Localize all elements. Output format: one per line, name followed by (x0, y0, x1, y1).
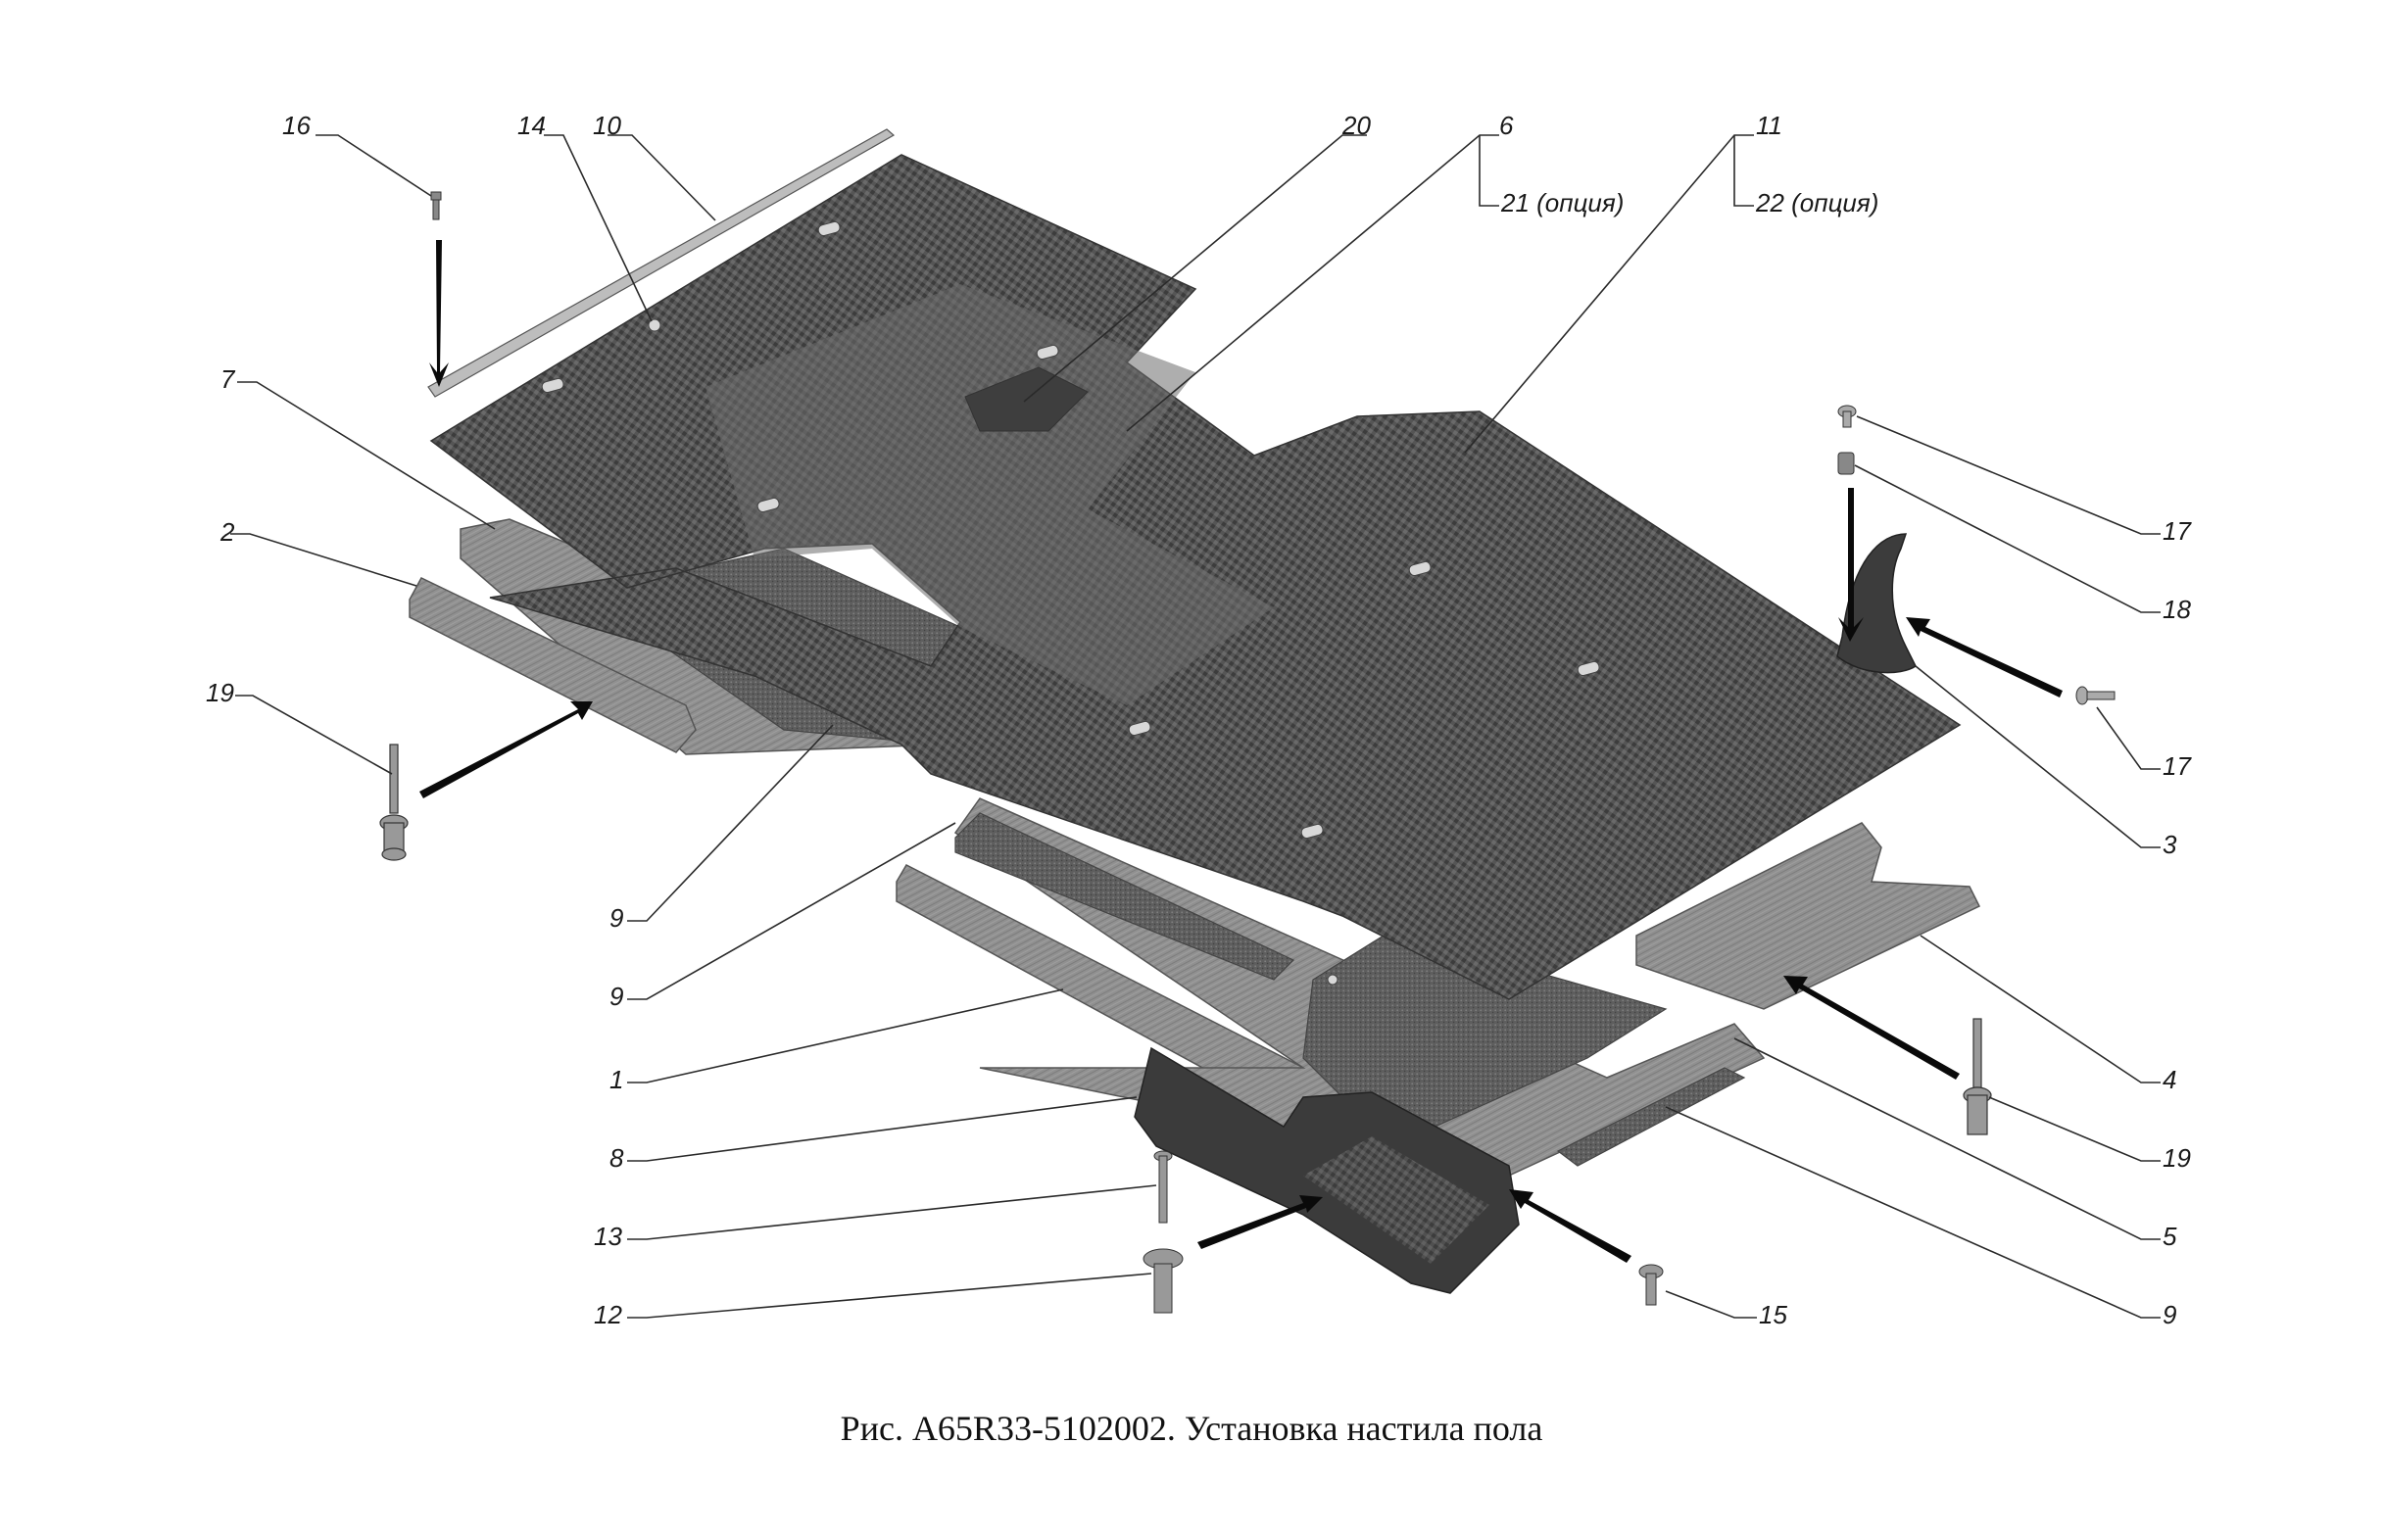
callout-12: 12 (594, 1300, 622, 1329)
floor-slots (541, 220, 1600, 986)
panel-4-wood (1635, 822, 1981, 1010)
arrow-12-up (1197, 1195, 1323, 1249)
arrow-19-right (1783, 976, 1960, 1080)
screw-15 (1638, 1264, 1664, 1306)
leader-17b (2096, 706, 2161, 770)
callout-18: 18 (2163, 595, 2191, 624)
leader-lines (230, 134, 2161, 1319)
leader-3 (1915, 665, 2161, 848)
arrow-15 (1509, 1189, 1631, 1263)
leader-2 (230, 533, 417, 587)
leader-21 (1479, 135, 1499, 207)
leader-17a (1856, 415, 2161, 535)
leader-9c (1665, 1106, 2161, 1319)
callout-13: 13 (594, 1222, 622, 1251)
screw-17-side (2075, 686, 2116, 705)
leader-22 (1733, 135, 1754, 207)
callout-16: 16 (282, 111, 311, 140)
callout-9-c: 9 (2163, 1300, 2176, 1329)
callout-9-a: 9 (609, 903, 623, 933)
nut-18 (1837, 452, 1855, 475)
callout-8: 8 (609, 1143, 624, 1173)
callout-4: 4 (2163, 1065, 2176, 1094)
bolt-19-right (1963, 1018, 1992, 1135)
leader-1 (627, 988, 1064, 1083)
bolt-19-left (379, 744, 409, 861)
callout-15: 15 (1759, 1300, 1787, 1329)
callout-6: 6 (1499, 111, 1514, 140)
leader-10 (608, 134, 716, 221)
callout-17-side: 17 (2163, 751, 2192, 781)
callout-1: 1 (609, 1065, 623, 1094)
callout-11: 11 (1756, 111, 1782, 140)
leader-9a (627, 724, 834, 922)
arrow-16-down (429, 240, 449, 387)
leader-15 (1665, 1290, 1757, 1319)
leader-20 (1023, 134, 1367, 403)
tray-8-floor (1303, 1136, 1489, 1264)
arrow-3-down (1838, 488, 1864, 642)
figure-caption: Рис. А65R33-5102002. Установка настила п… (841, 1409, 1543, 1448)
callout-14: 14 (517, 111, 546, 140)
bolt-12 (1143, 1248, 1184, 1314)
callout-5: 5 (2163, 1222, 2177, 1251)
leader-4 (1920, 935, 2161, 1083)
assembly-arrows (419, 240, 2063, 1263)
callout-7: 7 (220, 364, 236, 394)
bolt-13 (1153, 1150, 1173, 1224)
callout-10: 10 (593, 111, 621, 140)
rail-10 (427, 128, 896, 398)
leader-8 (627, 1096, 1138, 1162)
callout-17-top: 17 (2163, 516, 2192, 546)
leader-7 (237, 381, 496, 530)
leader-9b (627, 822, 956, 1000)
leader-18 (1854, 464, 2161, 613)
leader-5 (1733, 1037, 2161, 1240)
leader-14 (544, 134, 653, 322)
arrow-19-left (419, 701, 593, 798)
callout-9-b: 9 (609, 982, 623, 1011)
loose-parts (379, 191, 2116, 1314)
callout-20: 20 (1341, 111, 1371, 140)
callout-21: 21 (опция) (1500, 188, 1624, 217)
panel-2-wood (409, 577, 697, 753)
felt-9-bottom (1556, 1067, 1746, 1167)
screw-17-top (1837, 405, 1857, 428)
floor-panel-6 (705, 284, 1274, 705)
callout-19-right: 19 (2163, 1143, 2191, 1173)
callout-2: 2 (219, 517, 235, 547)
fastener-16 (430, 191, 442, 220)
callout-3: 3 (2163, 830, 2177, 859)
leader-11 (1464, 134, 1754, 454)
leader-19a (235, 695, 393, 775)
leader-12 (627, 1273, 1152, 1319)
callout-labels: 16 14 10 20 6 21 (опция) 11 22 (опция) 7… (206, 111, 2192, 1329)
callout-22: 22 (опция) (1755, 188, 1878, 217)
leader-13 (627, 1184, 1157, 1240)
leader-16 (316, 134, 432, 197)
cover-3 (1836, 533, 1917, 674)
arrow-17-side (1906, 617, 2063, 698)
leader-19b (1988, 1096, 2161, 1162)
callout-19-left: 19 (206, 678, 234, 707)
floor-panels (409, 128, 1981, 1177)
felt-9-front (954, 812, 1295, 981)
